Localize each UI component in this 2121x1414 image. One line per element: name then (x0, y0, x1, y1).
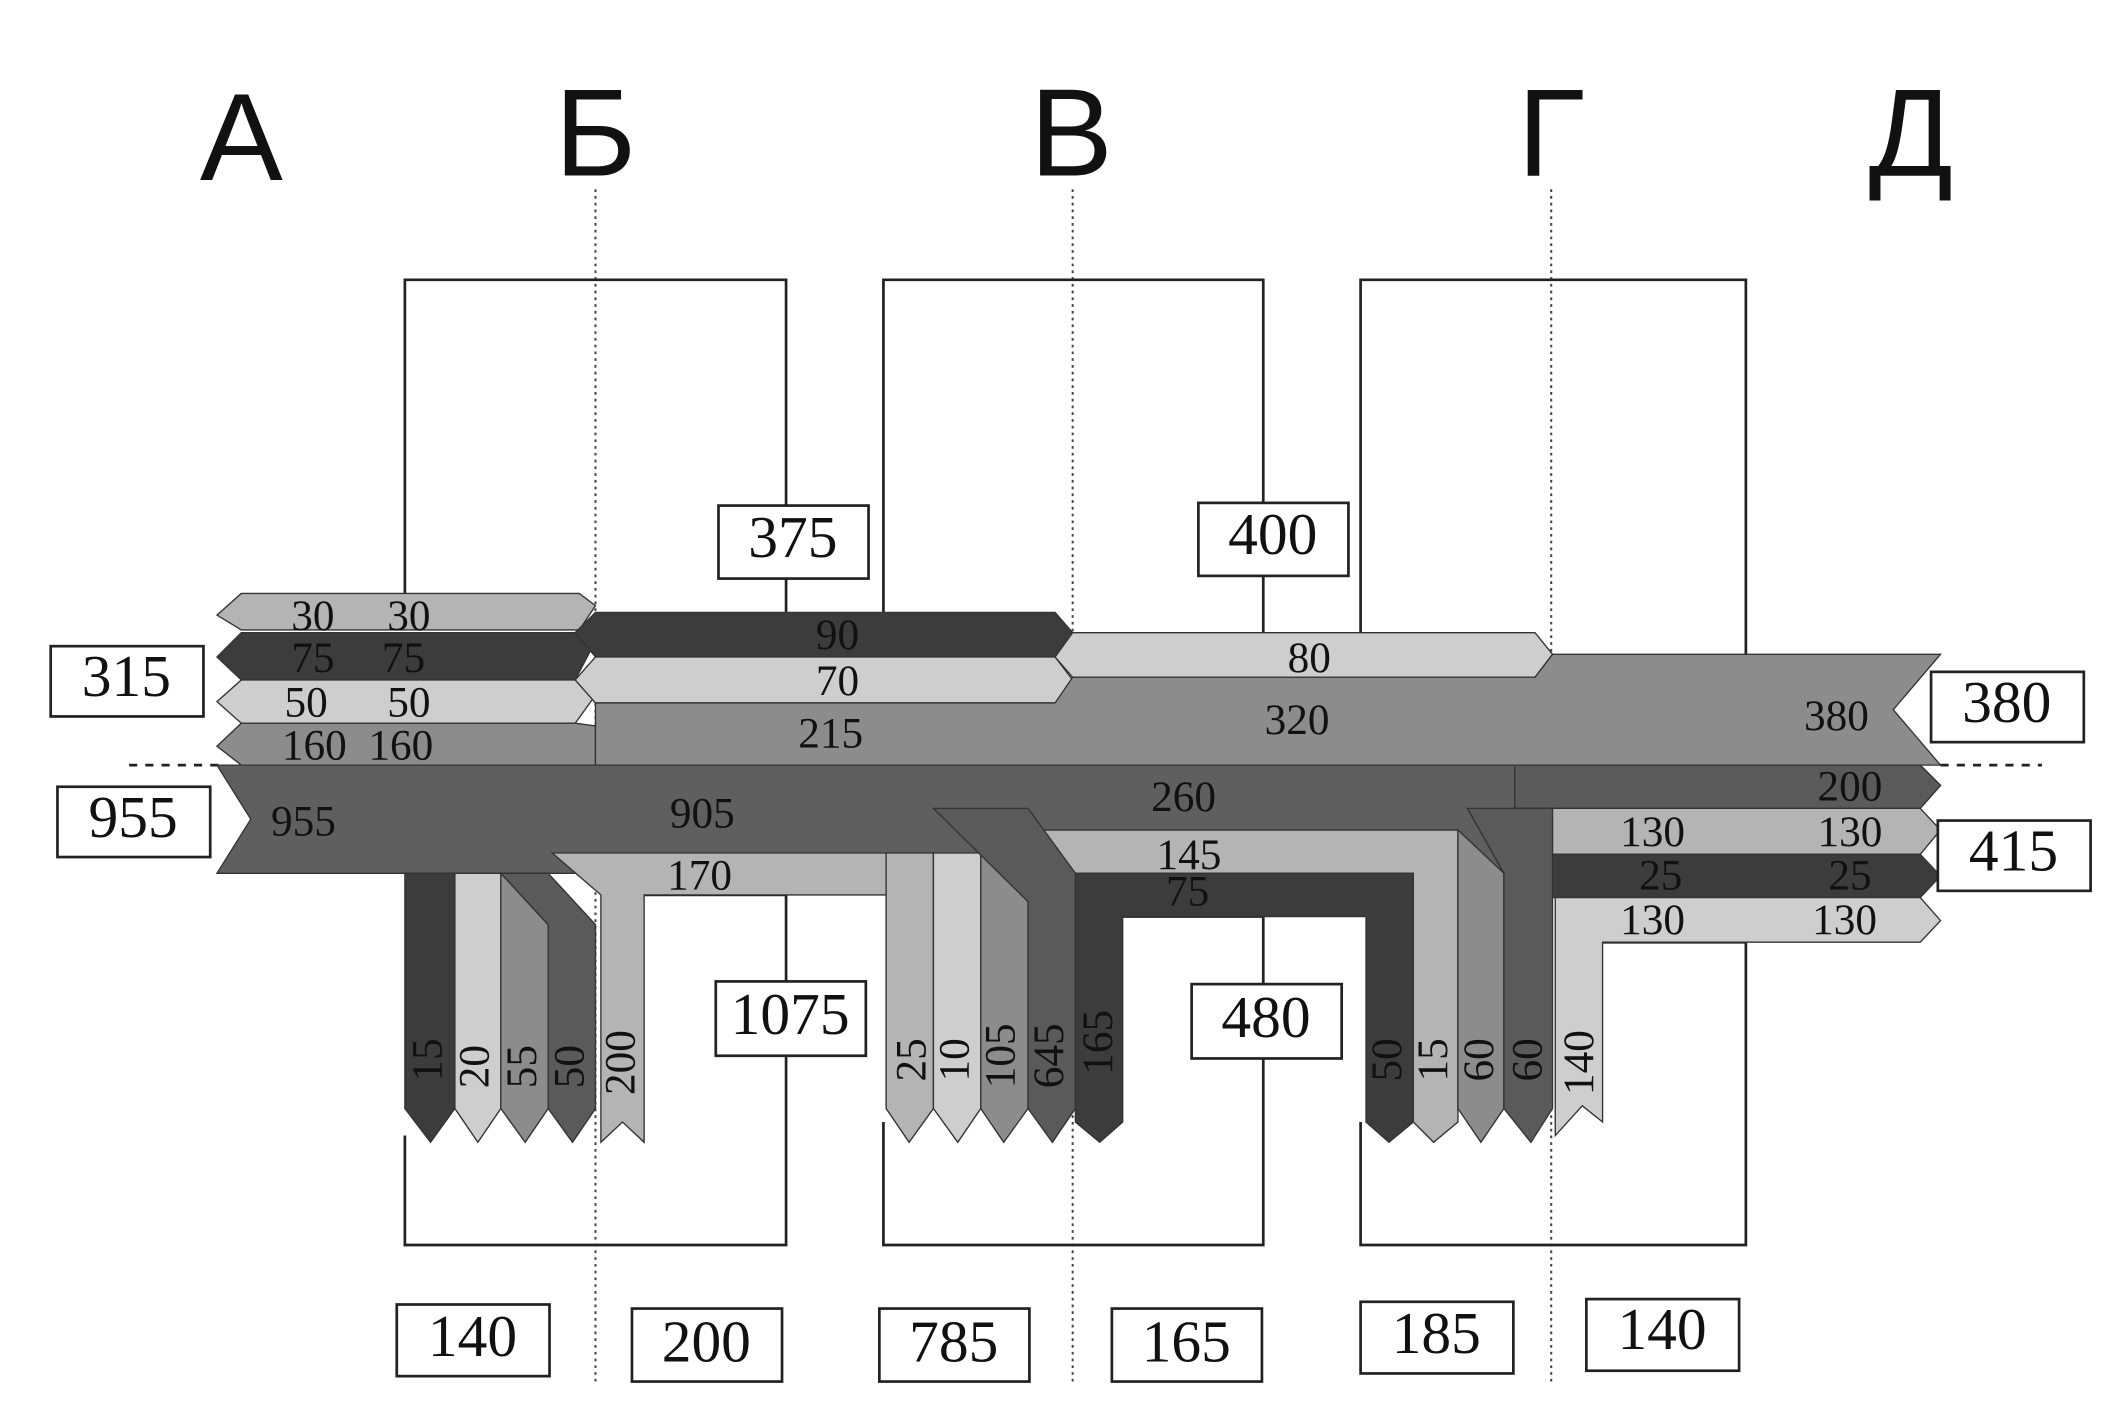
flow-label: 30 (387, 592, 430, 640)
drop-label: 50 (545, 1045, 593, 1088)
flow-label: 215 (798, 710, 863, 758)
flow-label: 905 (670, 789, 735, 837)
drop-label: 10 (931, 1038, 979, 1081)
drops-group-1 (404, 871, 597, 1144)
box-165: 165 (1142, 1308, 1231, 1374)
flow-label: 130 (1818, 808, 1883, 856)
drop-label: 105 (977, 1023, 1025, 1088)
flow-label: 160 (282, 722, 347, 770)
box-185: 185 (1392, 1300, 1481, 1366)
flow-label: 30 (291, 592, 334, 640)
drop-label: 20 (451, 1045, 499, 1088)
drop-label: 15 (403, 1038, 451, 1081)
box-200: 200 (662, 1308, 751, 1374)
process-outlines (403, 278, 1748, 1247)
drops-group-3 (1457, 807, 1554, 1144)
flow-200-exit (1514, 764, 1942, 810)
drop-label: 55 (498, 1045, 546, 1088)
drop-label: 25 (887, 1038, 935, 1081)
flow-label: 380 (1804, 692, 1869, 740)
drop-label: 645 (1025, 1023, 1073, 1088)
flow-label: 75 (1166, 868, 1209, 916)
box-480: 480 (1221, 984, 1310, 1050)
flow-label: 50 (285, 678, 328, 726)
drop-label: 60 (1455, 1038, 1503, 1081)
flow-label: 200 (1818, 762, 1883, 810)
flow-label: 320 (1265, 696, 1330, 744)
flow-75-branch (1074, 872, 1414, 1144)
flow-label: 955 (271, 797, 336, 845)
flow-label: 80 (1288, 634, 1331, 682)
value-boxes (49, 501, 2092, 1383)
box-785: 785 (909, 1308, 998, 1374)
column-label-a: А (200, 68, 283, 207)
flow-label: 170 (667, 851, 732, 899)
box-1075: 1075 (731, 981, 850, 1047)
drop-label: 15 (1409, 1038, 1457, 1081)
drop-label: 165 (1074, 1010, 1122, 1075)
box-140-b: 140 (1617, 1296, 1706, 1362)
flow-25-exit (1551, 853, 1942, 899)
column-label-d: Д (1869, 64, 1953, 203)
drop-labels: 15 20 55 50 200 25 10 105 645 165 50 15 … (403, 1010, 1603, 1095)
column-label-v: В (1030, 64, 1113, 203)
box-140-a: 140 (428, 1303, 517, 1369)
drops-group-2 (885, 807, 1077, 1144)
box-400: 400 (1228, 501, 1317, 567)
drop-label: 60 (1504, 1038, 1552, 1081)
flow-label: 70 (816, 657, 859, 705)
flow-label: 130 (1620, 896, 1685, 944)
column-label-b: Б (555, 64, 637, 203)
box-315: 315 (82, 643, 171, 709)
box-415: 415 (1969, 818, 2058, 884)
flow-label: 145 (1156, 831, 1221, 879)
flow-30 (215, 592, 597, 631)
flow-label: 90 (816, 611, 859, 659)
drop-label: 50 (1363, 1038, 1411, 1081)
flow-label: 130 (1620, 808, 1685, 856)
flow-label: 75 (291, 634, 334, 682)
box-375: 375 (748, 504, 837, 570)
flow-label: 130 (1812, 896, 1877, 944)
flow-labels: 30 30 75 75 50 50 160 160 90 70 215 80 3… (271, 592, 1882, 944)
flow-label: 260 (1151, 773, 1216, 821)
column-label-g: Г (1518, 64, 1585, 203)
flow-label: 75 (382, 634, 425, 682)
box-380: 380 (1962, 669, 2051, 735)
flow-label: 50 (387, 678, 430, 726)
flow-label: 160 (368, 722, 433, 770)
flow-label: 25 (1639, 851, 1682, 899)
drop-label: 200 (597, 1030, 645, 1095)
box-955: 955 (89, 784, 178, 850)
flow-130-lower (1554, 896, 1942, 1138)
drop-label: 140 (1555, 1030, 1603, 1095)
flow-label: 25 (1828, 851, 1871, 899)
